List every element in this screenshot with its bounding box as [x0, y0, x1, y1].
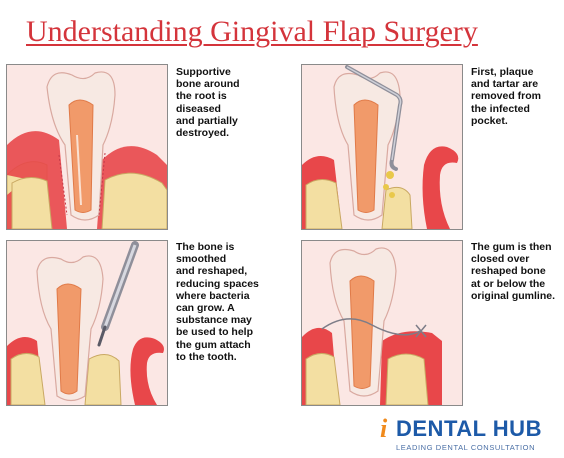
step-1-caption: Supportive bone around the root is disea…: [176, 66, 240, 140]
illustration-step-4: [301, 240, 463, 406]
illustration-step-3: [6, 240, 168, 406]
step-4-caption: The gum is then closed over reshaped bon…: [471, 241, 556, 302]
illustration-step-2: [301, 64, 463, 230]
illustration-step-1: [6, 64, 168, 230]
bone-reshaping-illustration: [7, 241, 167, 405]
page-title: Understanding Gingival Flap Surgery: [26, 15, 478, 48]
gum-closure-illustration: [302, 241, 462, 405]
step-2-caption: First, plaque and tartar are removed fro…: [471, 66, 542, 127]
logo-name: DENTAL HUB: [396, 416, 542, 441]
logo-tagline: LEADING DENTAL CONSULTATION: [396, 443, 536, 452]
step-3-caption: The bone is smoothed and reshaped, reduc…: [176, 241, 259, 363]
logo-mark: i: [380, 414, 388, 443]
tooth-diseased-bone-illustration: [7, 65, 167, 229]
dental-hub-logo: i DENTAL HUB LEADING DENTAL CONSULTATION: [380, 412, 550, 454]
plaque-removal-illustration: [302, 65, 462, 229]
